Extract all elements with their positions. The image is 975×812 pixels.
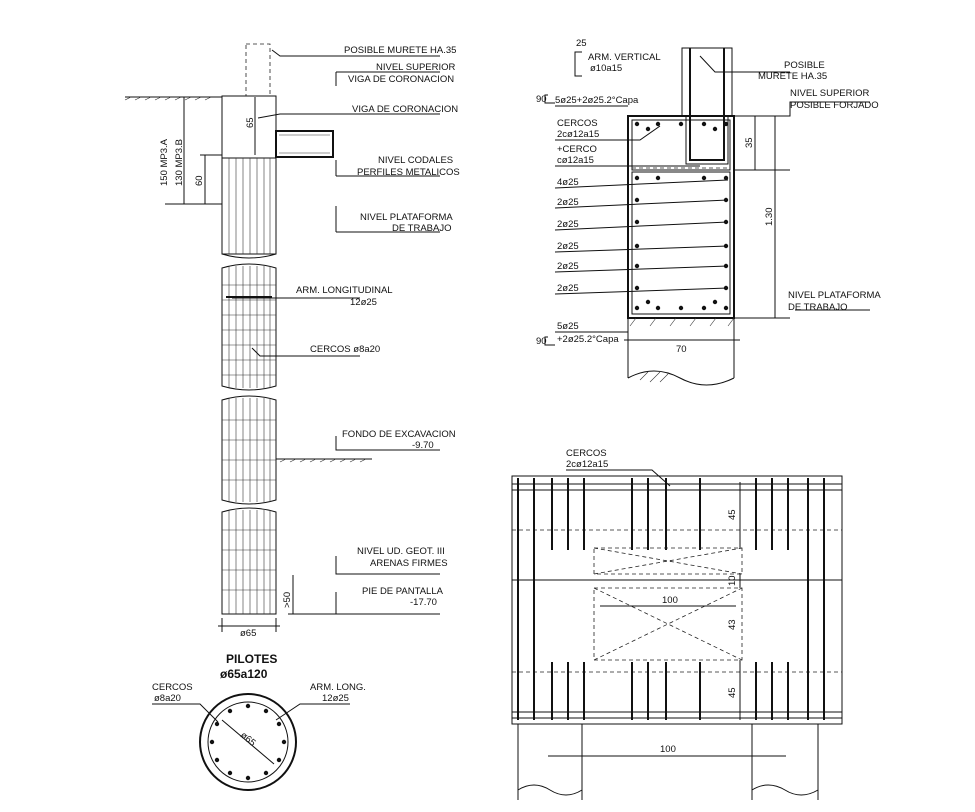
beam-bars-4o25: 4ø25	[557, 177, 579, 188]
plan-cercos: CERCOS	[566, 448, 607, 459]
pile-segment-4	[221, 507, 277, 615]
plan-dim-45-bot: 45	[727, 687, 738, 698]
beam-bars-2o25-b: 2ø25	[557, 219, 579, 230]
beam-bars-2o25-d: 2ø25	[557, 261, 579, 272]
pile-segment-3	[221, 395, 277, 505]
section-diametro: ø65	[238, 730, 258, 749]
pile-cross-section: PILOTES ø65a120 ø65 CERCOS ø8a20 ARM. LO…	[152, 652, 366, 791]
beam-arm-vertical: ARM. VERTICAL	[588, 52, 661, 63]
label-nivel-superior: NIVEL SUPERIOR	[376, 62, 456, 73]
beam-bars-2o25-a: 2ø25	[557, 197, 579, 208]
beam-cerco-extra-spec: cø12a15	[557, 155, 594, 166]
dim-65: 65	[245, 117, 256, 128]
beam-plan-view: 45 10 43 45 100 100 CERCOS 2cø12a15	[511, 448, 843, 800]
label-pie-cota: -17.70	[410, 597, 437, 608]
label-arenas-firmes: ARENAS FIRMES	[370, 558, 448, 569]
plan-dim-100-piles: 100	[660, 744, 676, 755]
dim-150-mp3a: 150 MP3.A	[159, 138, 170, 186]
beam-dim-25: 25	[576, 38, 587, 49]
beam-dim-35: 35	[744, 137, 755, 148]
beam-bot-bars: 5ø25	[557, 321, 579, 332]
section-arm-spec: 12ø25	[322, 693, 349, 704]
dim-50: >50	[282, 592, 293, 608]
beam-murete: MURETE HA.35	[758, 71, 827, 82]
beam-de-trabajo: DE TRABAJO	[788, 302, 847, 313]
section-cercos: CERCOS	[152, 682, 193, 693]
plan-dim-45-top: 45	[727, 509, 738, 520]
label-fondo-excavacion: FONDO DE EXCAVACION	[342, 429, 456, 440]
beam-cross-section: 25 70	[536, 38, 881, 386]
label-pie-pantalla: PIE DE PANTALLA	[362, 586, 444, 597]
beam-bars-2o25-c: 2ø25	[557, 241, 579, 252]
label-cercos: CERCOS ø8a20	[310, 344, 380, 355]
beam-dim-90-bot: 90	[536, 336, 547, 347]
beam-bars-2o25-e: 2ø25	[557, 283, 579, 294]
beam-bot-bars-extra: +2ø25.2°Capa	[557, 334, 619, 345]
label-nivel-codales: NIVEL CODALES	[378, 155, 453, 166]
pile-segment-1	[221, 157, 277, 259]
pile-elevation: POSIBLE MURETE HA.35 NIVEL SUPERIOR VIGA…	[124, 43, 460, 639]
pile-subtitle: ø65a120	[220, 667, 268, 681]
beam-dim-90-top: 90	[536, 94, 547, 105]
beam-top-bars: 5ø25+2ø25.2°Capa	[555, 95, 639, 106]
beam-arm-vertical-spec: ø10a15	[590, 63, 622, 74]
label-viga-coronacion-1: VIGA DE CORONACION	[348, 74, 454, 85]
beam-nivel-superior: NIVEL SUPERIOR	[790, 88, 870, 99]
beam-dim-130: 1.30	[764, 208, 775, 227]
label-viga-coronacion-2: VIGA DE CORONACION	[352, 104, 458, 115]
label-perfiles-metalicos: PERFILES METALICOS	[357, 167, 460, 178]
label-nivel-ud-geot: NIVEL UD. GEOT. III	[357, 546, 445, 557]
plan-dim-43: 43	[727, 619, 738, 630]
label-de-trabajo: DE TRABAJO	[392, 223, 451, 234]
beam-cercos: CERCOS	[557, 118, 598, 129]
section-cercos-spec: ø8a20	[154, 693, 181, 704]
beam-dim-70: 70	[676, 344, 687, 355]
pile-title: PILOTES	[226, 652, 277, 666]
section-arm-long: ARM. LONG.	[310, 682, 366, 693]
beam-posible: POSIBLE	[784, 60, 825, 71]
beam-nivel-plataforma: NIVEL PLATAFORMA	[788, 290, 881, 301]
label-fondo-cota: -9.70	[412, 440, 434, 451]
label-arm-12o25: 12ø25	[350, 297, 377, 308]
plan-dim-100-inner: 100	[662, 595, 678, 606]
pile-segment-2	[221, 263, 277, 391]
beam-posible-forjado: POSIBLE FORJADO	[790, 100, 879, 111]
plan-cercos-spec: 2cø12a15	[566, 459, 608, 470]
label-nivel-plataforma: NIVEL PLATAFORMA	[360, 212, 453, 223]
beam-cercos-spec: 2cø12a15	[557, 129, 599, 140]
beam-cerco-extra: +CERCO	[557, 144, 597, 155]
label-arm-longitudinal: ARM. LONGITUDINAL	[296, 285, 393, 296]
plan-dim-10: 10	[727, 575, 738, 586]
dim-60: 60	[194, 175, 205, 186]
dim-130-mp3b: 130 MP3.B	[174, 139, 185, 186]
label-posible-murete: POSIBLE MURETE HA.35	[344, 45, 456, 56]
dim-diametro: ø65	[240, 628, 256, 639]
